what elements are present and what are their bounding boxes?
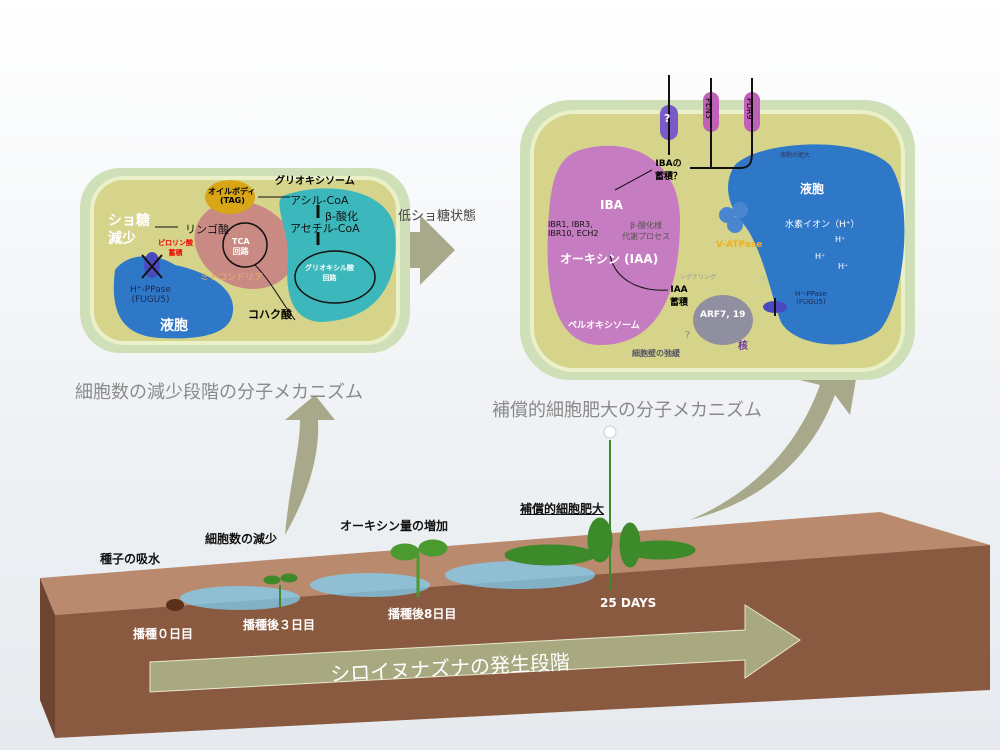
iba-label: IBA [600,198,623,212]
glyoxysome-label: グリオキシソーム [275,176,355,187]
mitochondria-label: ミトコンドリア [200,273,264,283]
seedling-day8-icon [390,539,448,597]
tag-label: (TAG) [220,196,245,205]
left-caption: 細胞数の減少段階の分子メカニズム [75,382,363,403]
right-vacuole [728,144,905,345]
day0-label: 播種０日目 [133,627,194,641]
day3-label: 播種後３日目 [243,618,316,632]
nucleus-icon [693,295,753,345]
day25-label: 25 DAYS [600,596,657,610]
right-hppase-label: H⁺-PPase (FUGU5) [795,290,827,306]
h-ion-2: H⁺ [815,252,826,261]
question-mark-nucleus: ? [685,330,691,341]
left-vacuole-label: 液胞 [160,318,188,334]
right-caption: 補償的細胞肥大の分子メカニズム [492,400,762,421]
left-hppase-label: H⁺-PPase (FUGU5) [130,285,171,305]
pen3-label: PEN3 [704,98,713,119]
malate-label: リンゴ酸 [185,223,229,236]
up-arrow-left [285,395,335,535]
beta-oxidation-label: β-酸化 [325,210,358,223]
oil-body [205,180,255,214]
ppi-label: ピロリン酸 蓄積 [158,239,193,257]
left-mitochondria [194,201,296,289]
vacuole-enlargement-label: 液胞の肥大 [780,152,811,159]
left-glyoxysome [279,188,396,322]
succinate-label: コハク酸 [248,308,292,321]
h-ion-label: 水素イオン（H⁺） [785,220,860,230]
h-ion-1: H⁺ [835,235,846,244]
stage-compensated: 補償的細胞肥大 [520,502,605,516]
tca-label: TCA 回路 [232,237,250,256]
stage-auxin-increase: オーキシン量の増加 [340,519,449,533]
stage-arrow [149,604,801,693]
ibr-genes-label: IBR1, IBR3, IBR10, ECH2 [548,220,599,238]
right-peroxisome [547,145,680,345]
rosette-plant-icon [504,425,696,590]
seed-icon [166,599,184,611]
cell-wall-loosening-label: 細胞壁の弛緩 [632,349,680,358]
sugar-decrease-label: ショ糖 減少 [108,213,150,247]
unknown-transporter-label: ? [664,112,671,125]
arf-label: ARF7, 19 [700,310,746,320]
acyl-coa-label: アシル-CoA [290,194,349,207]
day8-label: 播種後8日目 [388,607,457,621]
v-atpase-icon [719,202,748,233]
seedling-day3-icon [263,573,298,607]
glyoxylate-cycle-label: グリオキシル酸 回路 [305,264,354,282]
signaling-label: シグナリング [680,274,717,281]
up-arrow-right [690,355,860,520]
peroxisome-label: ペルオキシソーム [568,321,640,331]
nucleus-label: 核 [738,341,748,352]
iaa-accumulation-label: IAA 蓄積 [670,285,689,308]
acetyl-coa-label: アセチル-CoA [290,222,360,235]
inhibited-cross-icon [141,254,163,279]
auxin-label: オーキシン (IAA) [560,252,659,266]
soil-side [40,578,55,738]
h-ion-3: H⁺ [838,262,849,271]
pdr9-label: PDR9 [745,98,754,120]
transition-label: 低ショ糖状態 [398,209,477,224]
beta-like-label: β-酸化様 代謝プロセス [622,221,670,241]
v-atpase-label: V-ATPase [716,240,763,250]
right-vacuole-label: 液胞 [800,182,825,196]
oil-body-label: オイルボディ [208,187,256,196]
iba-accumulation-label: IBAの 蓄積？ [655,159,683,182]
stage-imbibition: 種子の吸水 [100,552,161,566]
stage-cell-decrease: 細胞数の減少 [205,532,278,546]
question-mark-vacuole: ? [760,275,766,286]
